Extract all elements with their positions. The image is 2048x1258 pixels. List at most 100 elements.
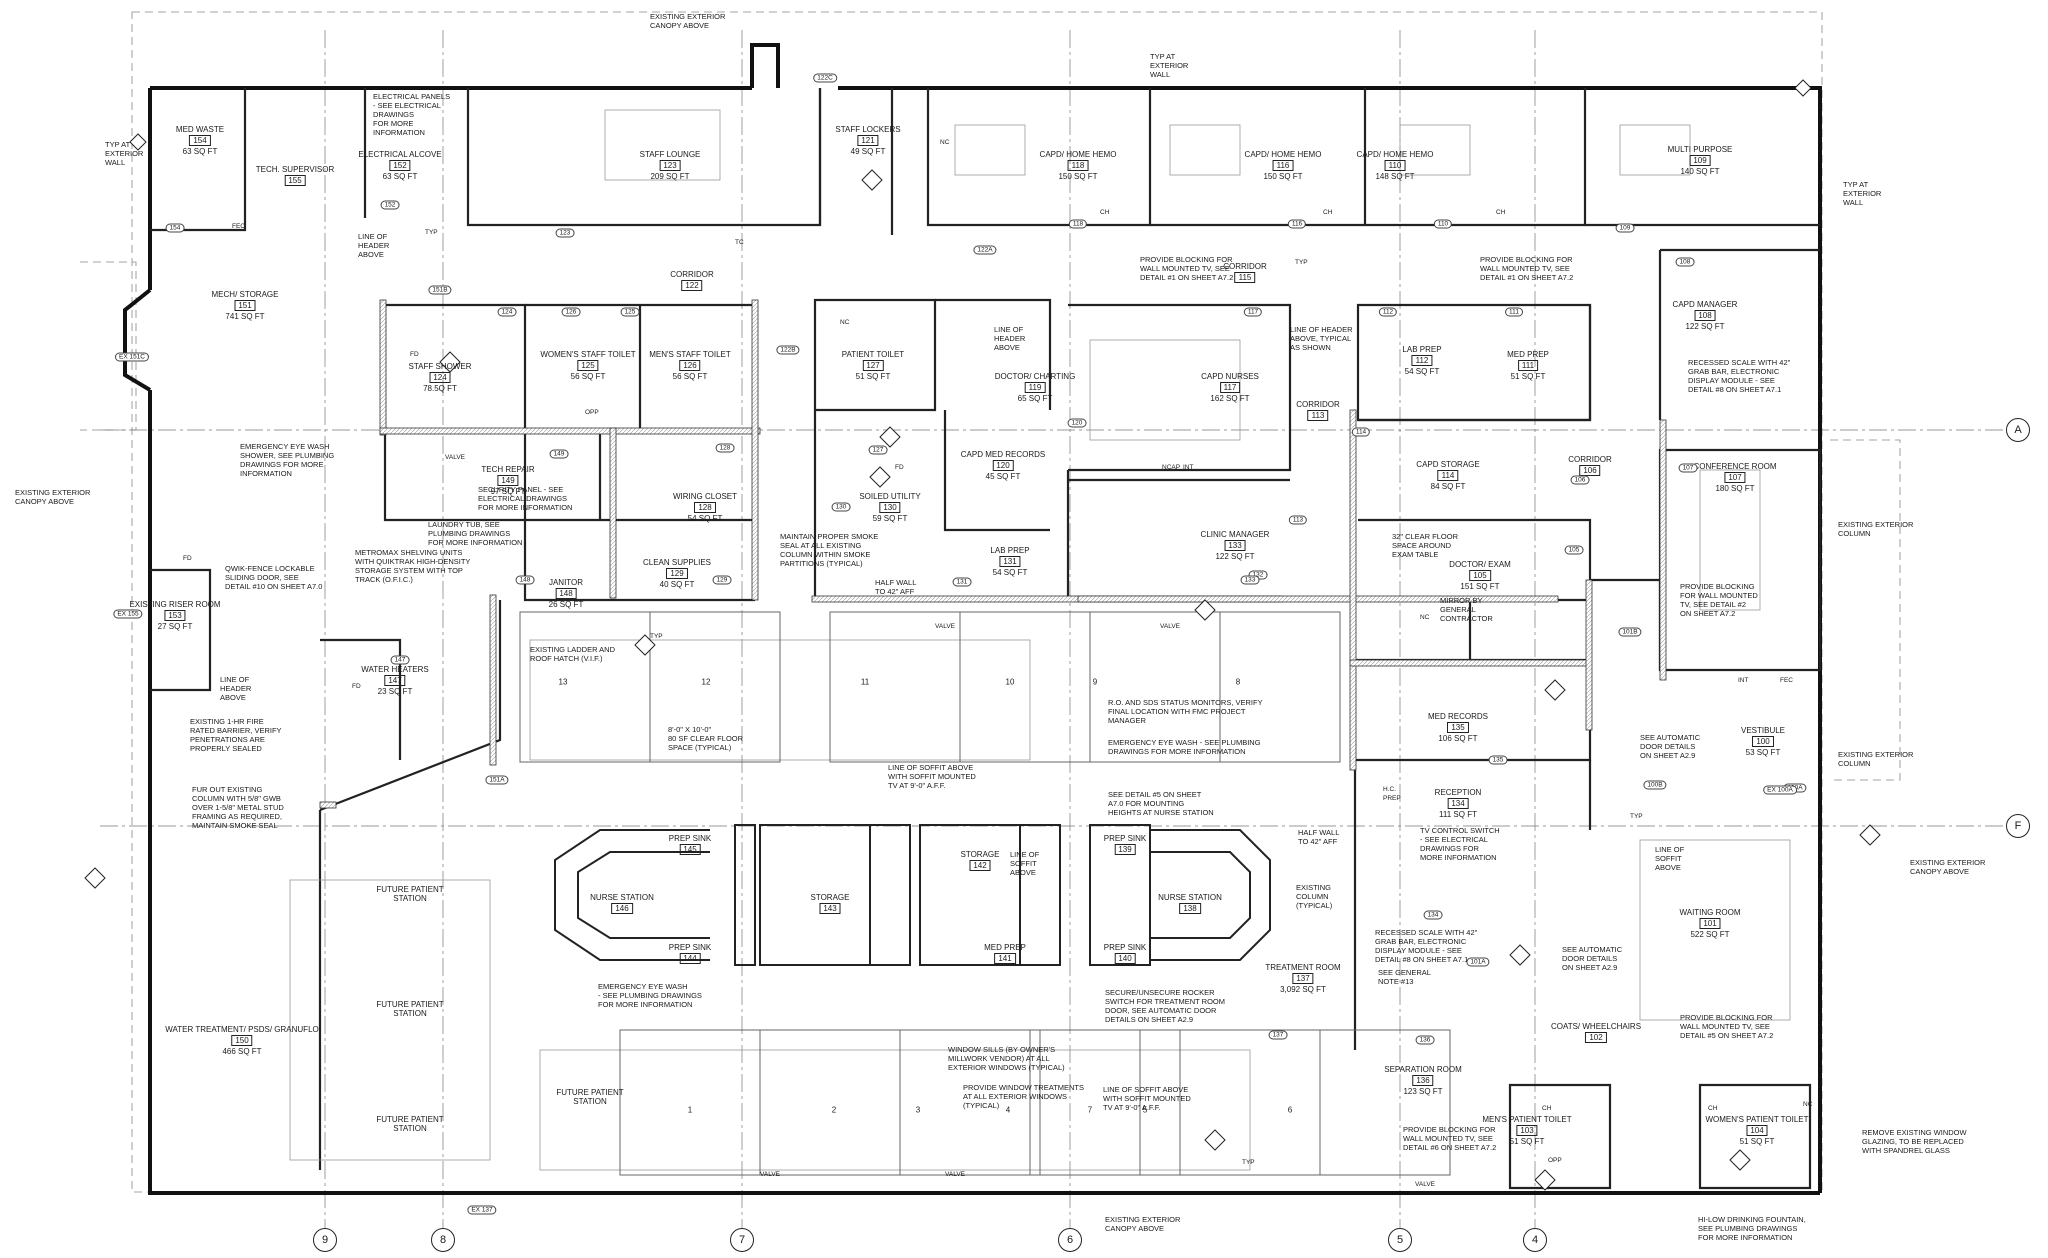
- annotation-note: PROVIDE WINDOW TREATMENTS AT ALL EXTERIO…: [963, 1083, 1084, 1110]
- door-tag: 127: [868, 445, 888, 455]
- annotation-note: EXISTING EXTERIOR CANOPY ABOVE: [15, 488, 91, 506]
- room-area: 209 SQ FT: [650, 172, 690, 181]
- room-number: 136: [1412, 1075, 1434, 1086]
- room-name: SEPARATION ROOM: [1384, 1065, 1462, 1074]
- fixture-label: VALVE: [945, 1171, 965, 1178]
- fixture-label: NC: [940, 139, 950, 146]
- room-number: 154: [189, 135, 211, 146]
- station-number: 1: [687, 1105, 693, 1115]
- room-number: 127: [862, 360, 884, 371]
- room-area: 45 SQ FT: [985, 472, 1021, 481]
- room-name: CAPD/ HOME HEMO: [1356, 150, 1434, 159]
- annotation-note: RECESSED SCALE WITH 42" GRAB BAR, ELECTR…: [1688, 358, 1791, 394]
- annotation-note: EMERGENCY EYE WASH - SEE PLUMBING DRAWIN…: [598, 982, 702, 1009]
- room-name: PREP SINK: [668, 834, 712, 843]
- annotation-note: TYP AT EXTERIOR WALL: [105, 140, 144, 167]
- room-number: 147: [384, 675, 406, 686]
- door-tag: 118: [1068, 219, 1088, 229]
- section-markers: [84, 79, 1881, 1191]
- fixture-label: FD: [352, 683, 361, 690]
- annotation-note: LINE OF SOFFIT ABOVE: [1655, 845, 1685, 872]
- fixture-label: TYP: [1295, 259, 1308, 266]
- room-area: 148 SQ FT: [1375, 172, 1415, 181]
- door-tag: 122B: [776, 345, 800, 355]
- door-tag: 151A: [485, 775, 509, 785]
- fixture-label: NC: [1803, 1101, 1813, 1108]
- room-area: 151 SQ FT: [1460, 582, 1500, 591]
- room-name: COATS/ WHEELCHAIRS: [1550, 1022, 1642, 1031]
- door-tag: EX 151C: [114, 352, 150, 362]
- door-tag: 136: [1415, 1035, 1435, 1045]
- room-name: TREATMENT ROOM: [1265, 963, 1341, 972]
- room-number: 129: [666, 568, 688, 579]
- room-area: 78.5Q FT: [423, 384, 457, 393]
- room-area: 59 SQ FT: [872, 514, 908, 523]
- room-number: 108: [1694, 310, 1716, 321]
- room-area: 111 SQ FT: [1439, 810, 1477, 819]
- room-area: 741 SQ FT: [225, 312, 265, 321]
- room-number: 125: [577, 360, 599, 371]
- exterior-walls: [123, 43, 1822, 1195]
- annotation-note: SECURE/UNSECURE ROCKER SWITCH FOR TREATM…: [1105, 988, 1225, 1024]
- room-area: 123 SQ FT: [1403, 1087, 1443, 1096]
- door-tag: 117: [1243, 307, 1263, 317]
- room-area: 466 SQ FT: [222, 1047, 262, 1056]
- room-number: 131: [999, 556, 1021, 567]
- room-area: 63 SQ FT: [182, 147, 218, 156]
- room-name: EXISTING RISER ROOM: [129, 600, 221, 609]
- room-number: 113: [1307, 410, 1329, 421]
- door-tag: 152: [380, 200, 400, 210]
- station-number: 11: [860, 677, 870, 687]
- fixture-label: FD: [183, 555, 192, 562]
- nurse-stations: [554, 824, 1271, 966]
- room-number: 124: [429, 372, 451, 383]
- room-number: 140: [1114, 953, 1136, 964]
- room-number: 106: [1579, 465, 1601, 476]
- fixture-label: TYP: [1630, 813, 1643, 820]
- future-patient-station: FUTURE PATIENT STATION: [376, 1000, 444, 1018]
- annotation-note: SEE AUTOMATIC DOOR DETAILS ON SHEET A2.9: [1562, 945, 1623, 972]
- annotation-note: SECURITY PANEL - SEE ELECTRICAL DRAWINGS…: [478, 485, 573, 512]
- room-name: PATIENT TOILET: [841, 350, 905, 359]
- future-patient-station: FUTURE PATIENT STATION: [376, 1115, 444, 1133]
- fixture-label: CH: [1100, 209, 1110, 216]
- room-number: 107: [1724, 472, 1746, 483]
- room-area: 27 SQ FT: [157, 622, 193, 631]
- treatment-stations: [519, 611, 1451, 1176]
- fixture-label: VALVE: [935, 623, 955, 630]
- door-tag: 122A: [973, 245, 997, 255]
- room-name: PREP SINK: [1103, 943, 1147, 952]
- room-name: RECEPTION: [1434, 788, 1482, 797]
- annotation-note: EMERGENCY EYE WASH SHOWER, SEE PLUMBING …: [240, 442, 335, 478]
- room-number: 116: [1272, 160, 1294, 171]
- room-number: 141: [994, 953, 1016, 964]
- room-number: 137: [1292, 973, 1314, 984]
- room-area: 54 SQ FT: [687, 514, 723, 523]
- annotation-note: EXISTING EXTERIOR CANOPY ABOVE: [650, 12, 726, 30]
- annotation-note: TV CONTROL SWITCH - SEE ELECTRICAL DRAWI…: [1420, 826, 1500, 862]
- annotation-note: HALF WALL TO 42" AFF: [1298, 828, 1340, 846]
- station-number: 8: [1235, 677, 1241, 687]
- door-tag: 149: [549, 449, 569, 459]
- room-name: DOCTOR/ CHARTING: [994, 372, 1076, 381]
- annotation-note: EXISTING LADDER AND ROOF HATCH (V.I.F.): [530, 645, 616, 663]
- room-number: 139: [1114, 844, 1136, 855]
- room-number: 150: [231, 1035, 253, 1046]
- fixture-label: TYP: [1242, 1159, 1255, 1166]
- room-number: 123: [659, 160, 681, 171]
- room-area: 51 SQ FT: [1510, 372, 1546, 381]
- annotation-note: MAINTAIN PROPER SMOKE SEAL AT ALL EXISTI…: [780, 532, 879, 568]
